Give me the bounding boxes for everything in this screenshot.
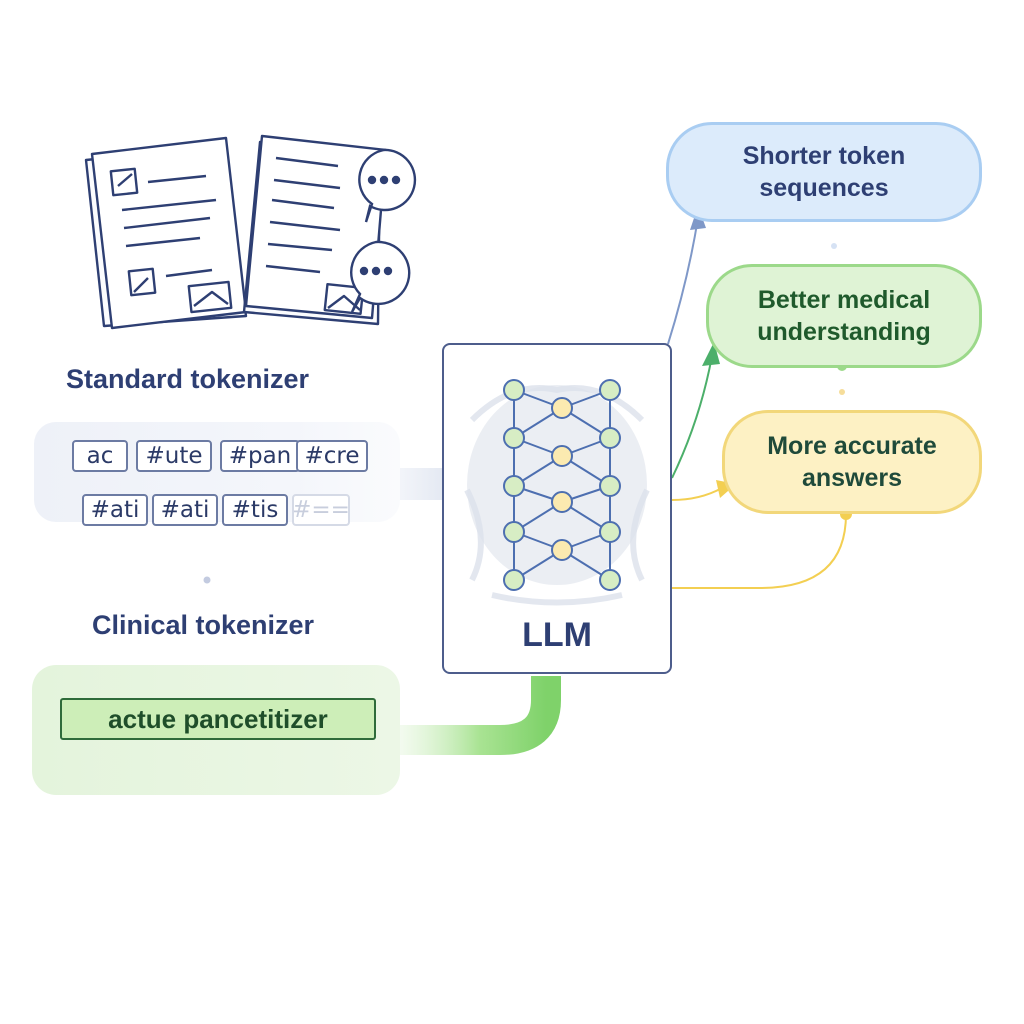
document-icon — [84, 136, 248, 330]
token: #ati — [82, 494, 148, 526]
return-flow-from-answers — [646, 513, 847, 589]
clinical-token: actue pancetitizer — [60, 698, 376, 740]
llm-label: LLM — [522, 616, 592, 654]
token: #ati — [152, 494, 218, 526]
token: ac — [72, 440, 128, 472]
token: #ute — [136, 440, 212, 472]
token: #cre — [296, 440, 368, 472]
clinical-flow-arrow — [380, 676, 561, 755]
outcome-better-medical-understanding: Better medical understanding — [706, 264, 982, 368]
arrow-to-accurate-answers — [671, 487, 723, 501]
clinical-tokenizer-title: Clinical tokenizer — [92, 610, 315, 640]
arrow-to-better-understanding — [671, 355, 713, 479]
chat-bubble-icon — [358, 148, 417, 223]
token: #tis — [222, 494, 288, 526]
token-faded: #== — [292, 494, 350, 526]
outcome-shorter-token-sequences: Shorter token sequences — [666, 122, 982, 222]
outcome-label: Better medical understanding — [757, 286, 931, 346]
arrow-to-shorter-sequences — [667, 217, 699, 345]
standard-token-panel: ac #ute #pan #cre #ati #ati #tis #== — [34, 422, 400, 526]
standard-tokenizer-title: Standard tokenizer — [66, 364, 310, 394]
token: #pan — [220, 440, 300, 472]
chat-bubble-icon — [350, 240, 411, 313]
neural-network-icon — [464, 379, 650, 606]
outcome-label: More accurate answers — [767, 432, 937, 492]
outcome-more-accurate-answers: More accurate answers — [722, 410, 982, 514]
outcome-label: Shorter token sequences — [742, 142, 906, 202]
